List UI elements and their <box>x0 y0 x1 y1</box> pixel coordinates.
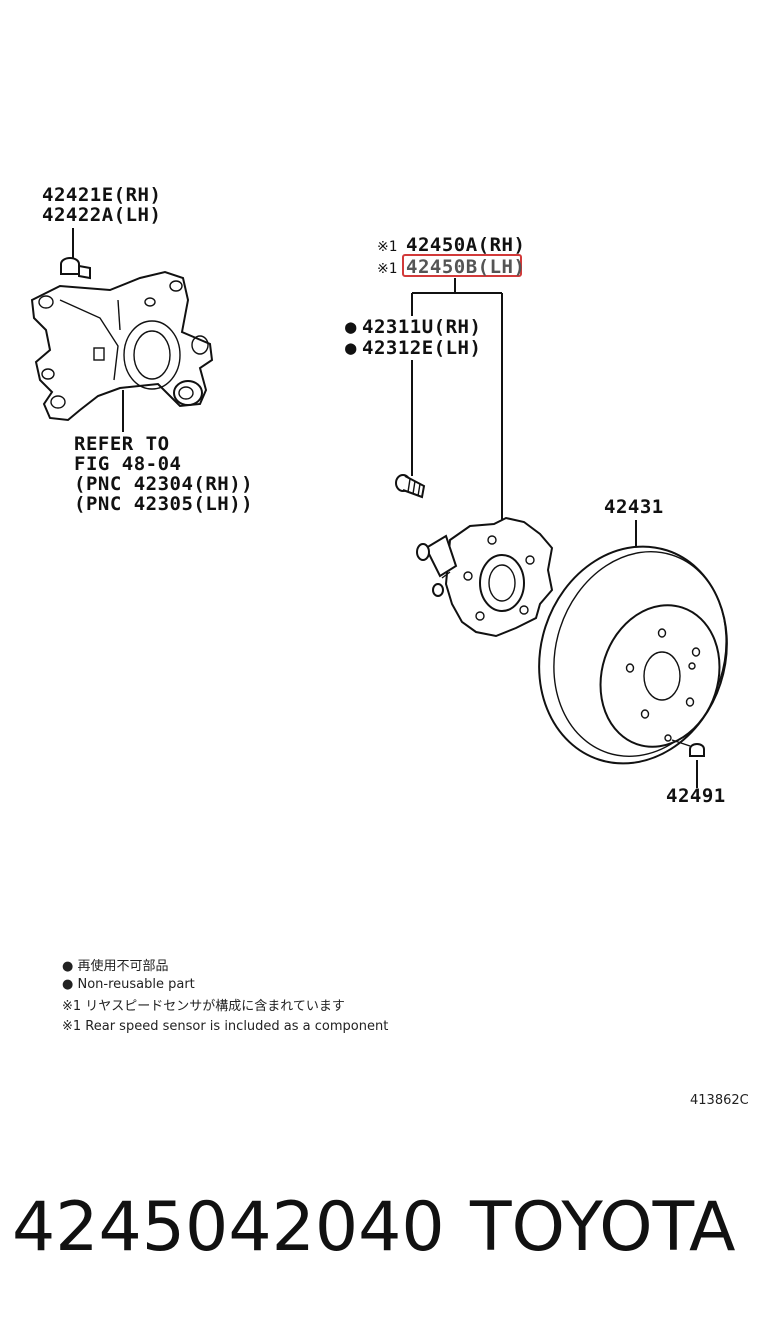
refer-line-1: REFER TO <box>74 433 170 455</box>
callout-hub-rh[interactable]: 42450A(RH) <box>406 234 525 256</box>
leader-bracket-hub <box>411 278 503 520</box>
refer-line-2: FIG 48-04 <box>74 453 181 475</box>
hub-lh-mark: ※1 <box>377 261 397 277</box>
callout-screw[interactable]: 42491 <box>666 785 726 807</box>
callout-bolt-lh[interactable]: 42312E(LH) <box>362 337 481 359</box>
footer-brand: TOYOTA <box>470 1188 736 1267</box>
screw-axis-line <box>671 739 691 747</box>
callout-disc[interactable]: 42431 <box>604 496 664 518</box>
legend-line-4: ※1 Rear speed sensor is included as a co… <box>62 1019 388 1034</box>
callout-bolt-rh[interactable]: 42311U(RH) <box>362 316 481 338</box>
callout-knuckle-bolt-rh[interactable]: 42421E(RH) <box>42 184 161 206</box>
refer-line-3: (PNC 42304(RH)) <box>74 473 253 495</box>
hub-rh-mark: ※1 <box>377 239 397 255</box>
knuckle-bolt-icon <box>60 257 91 280</box>
disc-screw-icon <box>689 743 705 757</box>
callout-hub-lh[interactable]: 42450B(LH) <box>406 256 525 278</box>
steering-knuckle-icon <box>30 270 214 422</box>
footer: 4245042040 TOYOTA <box>0 1188 760 1278</box>
highlight-box-hub-lh <box>402 254 522 277</box>
figure-id: 413862C <box>690 1093 749 1108</box>
callout-knuckle-bolt-lh[interactable]: 42422A(LH) <box>42 204 161 226</box>
bolt-lh-bullet: ● <box>345 337 357 359</box>
hub-bolt-icon <box>395 474 426 499</box>
legend-line-2: ● Non-reusable part <box>62 977 195 992</box>
legend-line-3: ※1 リヤスピードセンサが構成に含まれています <box>62 998 345 1014</box>
refer-line-4: (PNC 42305(LH)) <box>74 493 253 515</box>
legend-line-1: ● 再使用不可部品 <box>62 958 168 974</box>
bolt-rh-bullet: ● <box>345 316 357 338</box>
brake-disc-icon <box>538 545 728 765</box>
footer-part-number: 4245042040 <box>12 1188 445 1267</box>
hub-bearing-icon <box>416 516 554 638</box>
